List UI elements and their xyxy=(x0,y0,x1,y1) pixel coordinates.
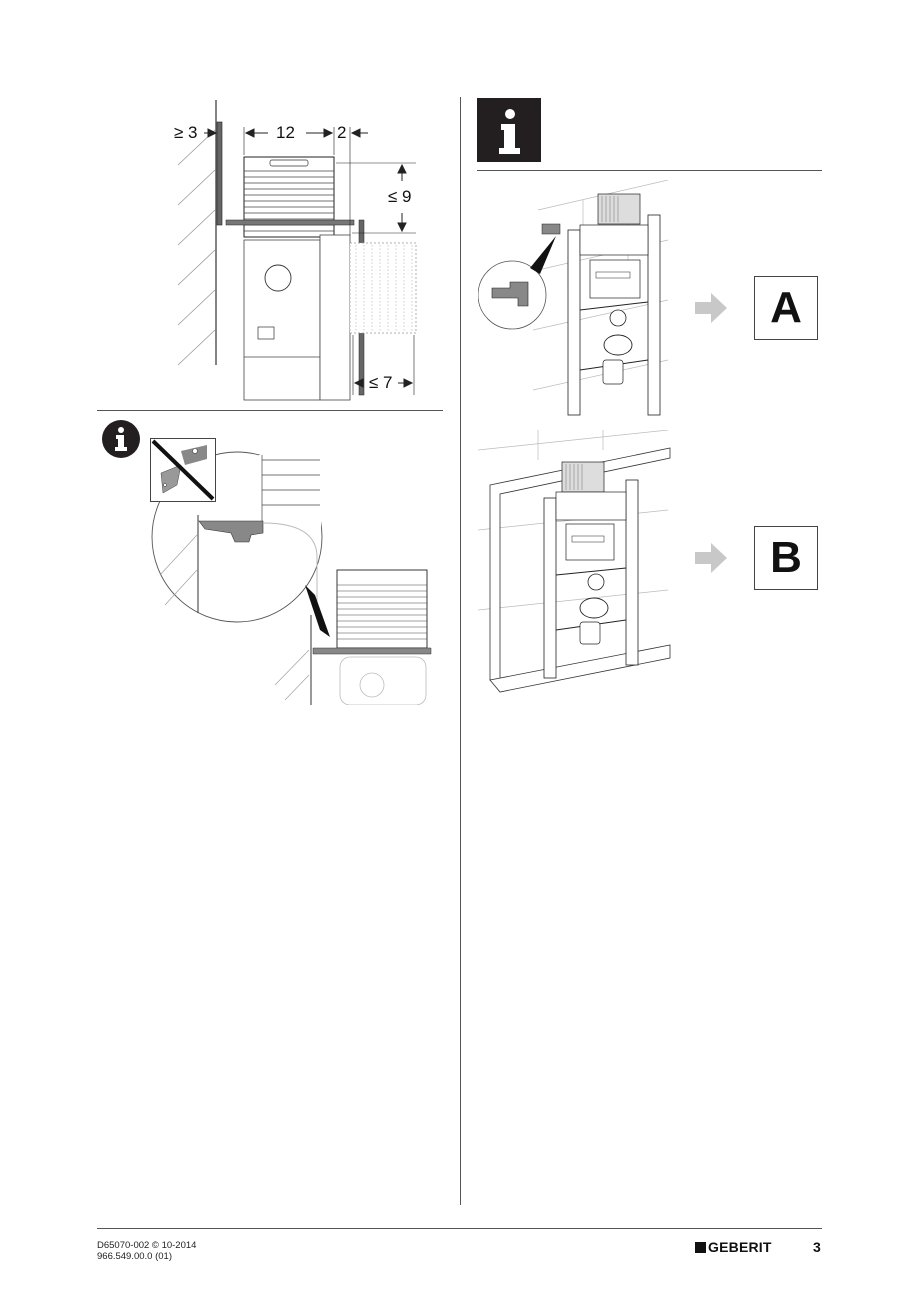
brand-logo: GEBERIT xyxy=(695,1239,772,1255)
dim-box-depth: 12 xyxy=(276,123,295,142)
arrow-icon-a xyxy=(695,293,729,328)
info-square-icon xyxy=(477,98,541,162)
footer-article-no: 966.549.00.0 (01) xyxy=(97,1251,173,1262)
installation-figure-a xyxy=(477,179,678,420)
no-cutting-knife-icon xyxy=(150,438,216,502)
brand-name: GEBERIT xyxy=(708,1239,772,1255)
info-circle-icon xyxy=(102,420,140,458)
dim-top-height: ≤ 9 xyxy=(388,187,412,206)
option-a-label: A xyxy=(754,276,818,340)
dim-panel-thickness: ≤ 7 xyxy=(369,373,393,392)
arrow-icon-b xyxy=(695,543,729,578)
dim-front-gap: 2 xyxy=(337,123,347,142)
section-divider-right xyxy=(477,170,822,171)
column-divider xyxy=(460,97,461,1205)
dimension-figure: ≥ 3 12 2 ≤ 9 ≤ 7 xyxy=(160,95,450,405)
option-b-label: B xyxy=(754,526,818,590)
dim-wall-gap: ≥ 3 xyxy=(174,123,198,142)
cistern-section-drawing xyxy=(177,100,417,401)
footer-doc-code: D65070-002 © 10-2014 xyxy=(97,1240,197,1251)
footer-divider xyxy=(97,1228,822,1229)
logo-square-icon xyxy=(695,1241,706,1253)
page-number: 3 xyxy=(813,1239,821,1255)
installation-figure-b xyxy=(477,429,673,700)
section-divider-left xyxy=(97,410,443,411)
footer-doc-info: D65070-002 © 10-2014 966.549.00.0 (01) xyxy=(97,1240,196,1262)
